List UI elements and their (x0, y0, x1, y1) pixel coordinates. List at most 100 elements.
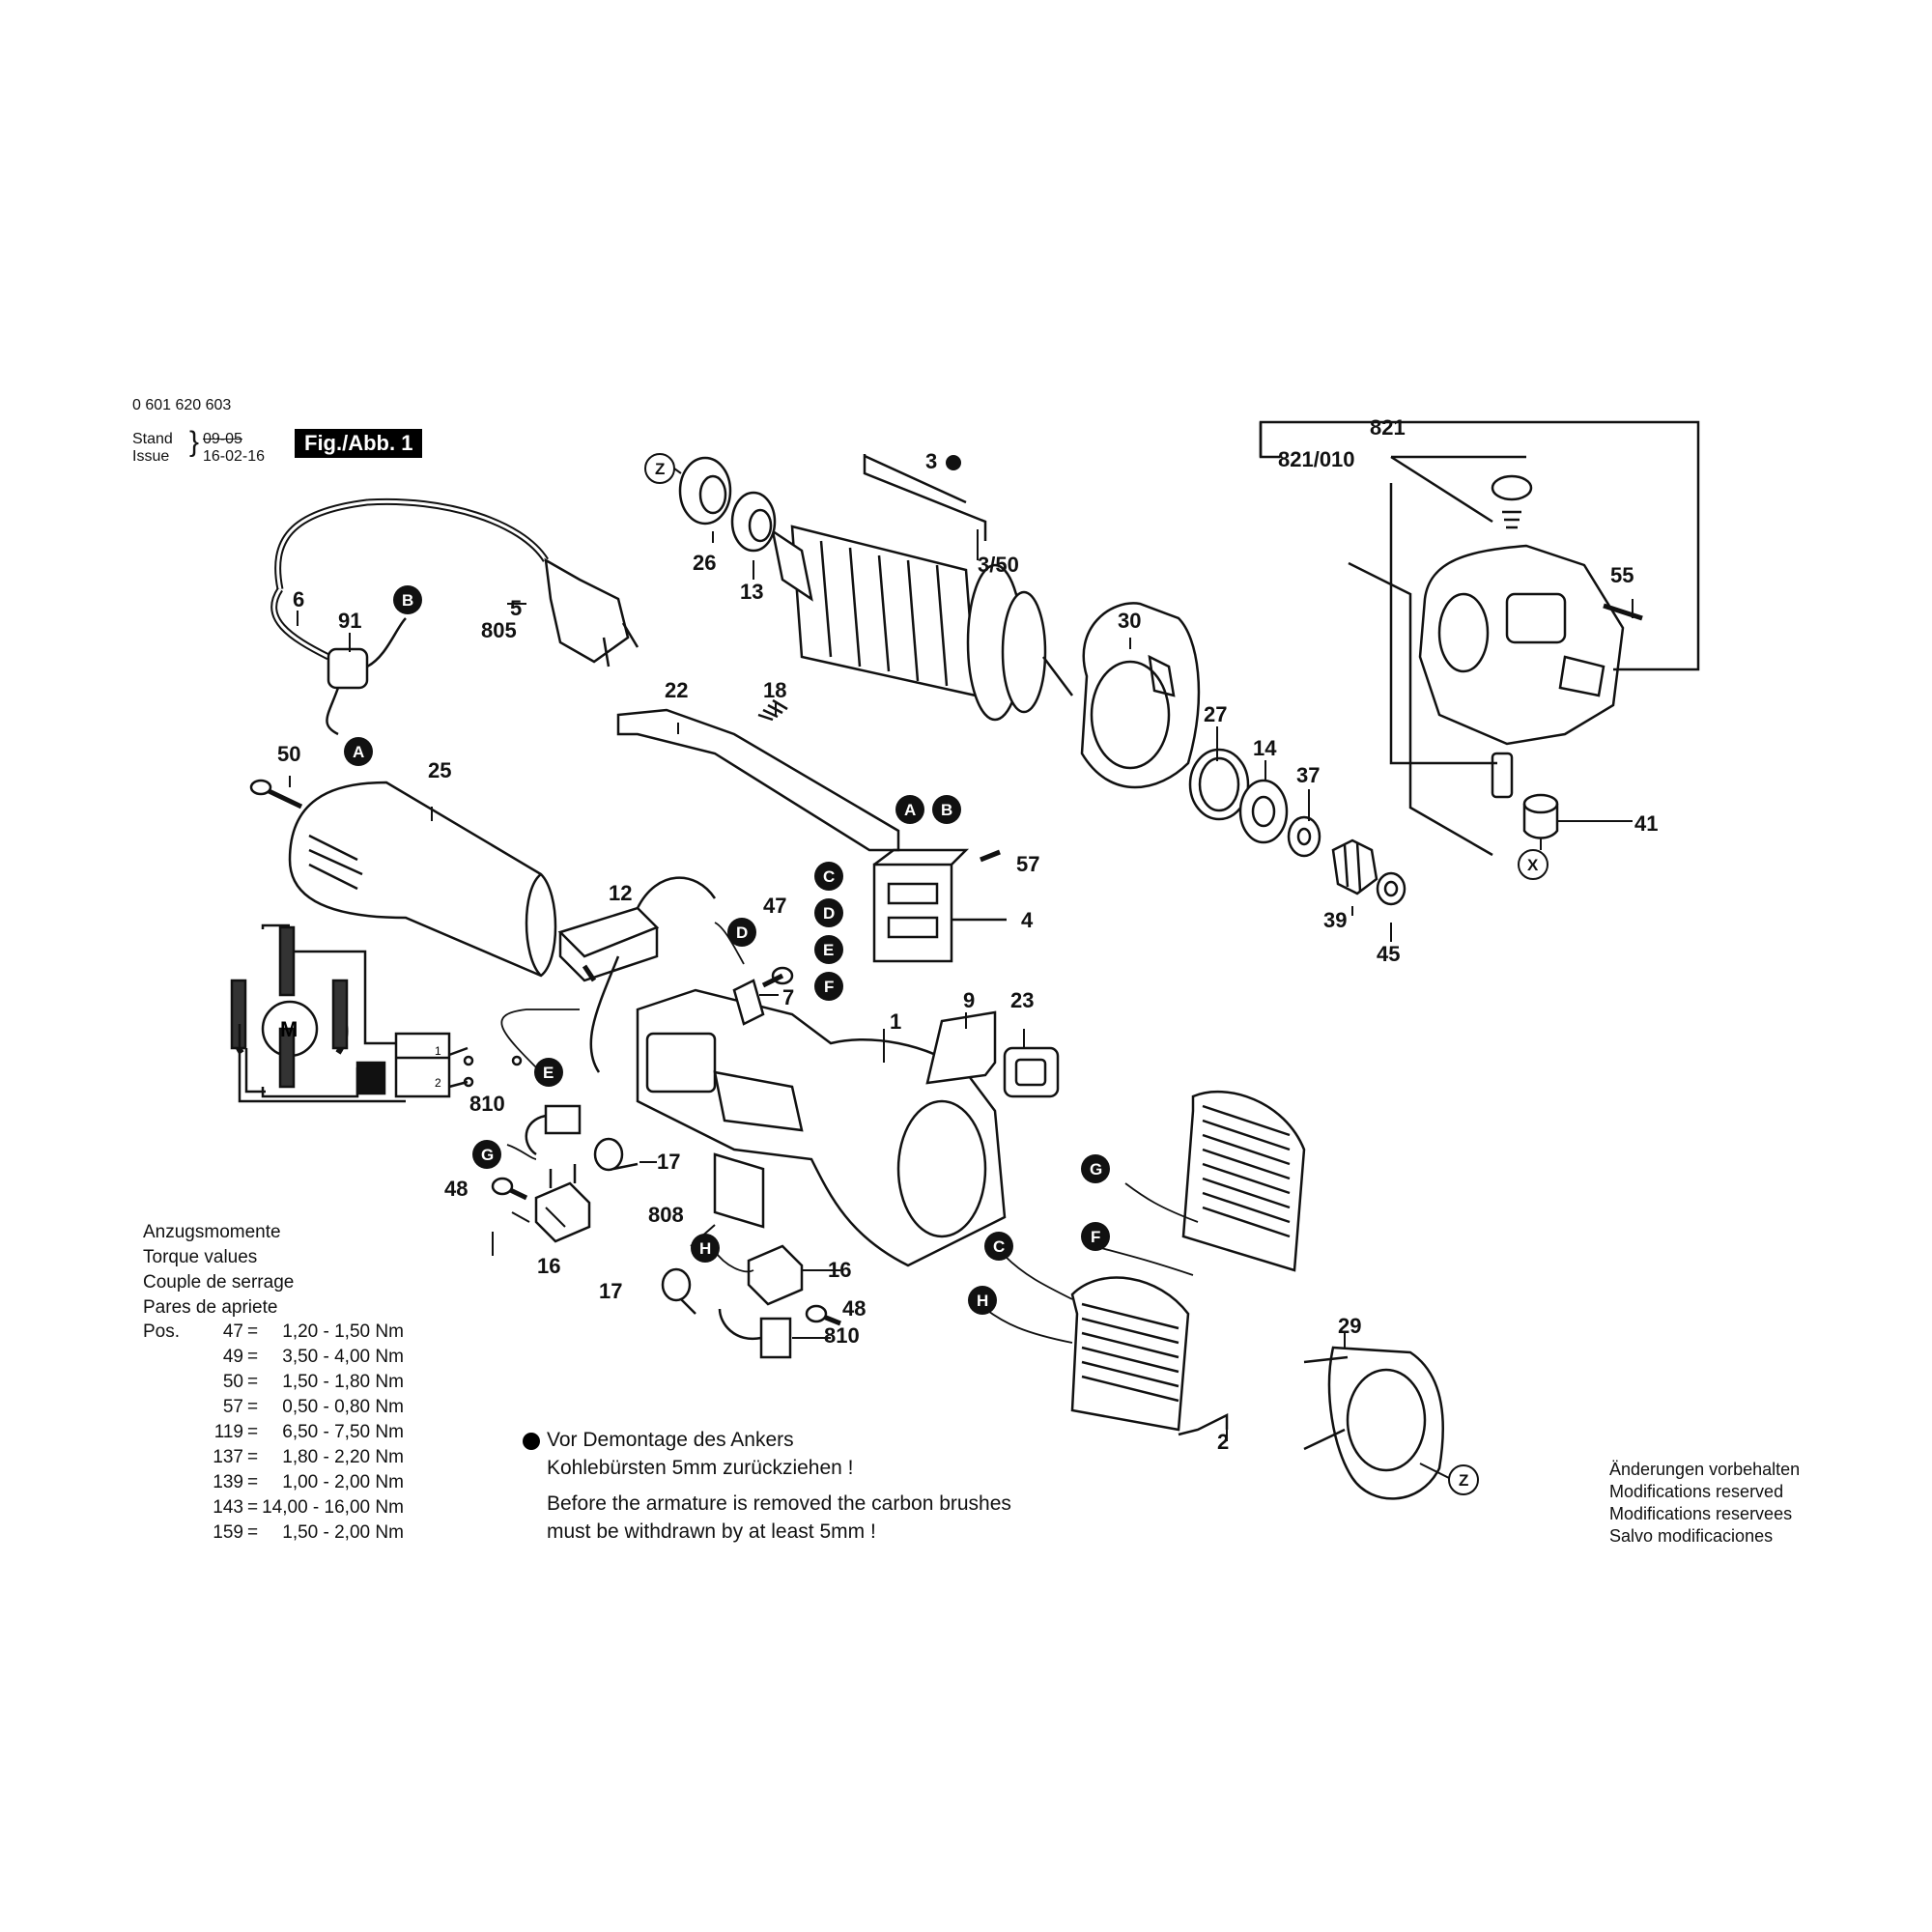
part-37: 37 (1296, 763, 1320, 787)
carbon-brush-810-right (718, 1308, 792, 1359)
table-row: 49=3,50 - 4,00 Nm (143, 1345, 408, 1370)
stand-label: Stand (132, 431, 173, 447)
pinion-39 (1331, 838, 1378, 895)
part-805: 805 (481, 618, 517, 642)
bullet-icon (946, 455, 961, 470)
table-row: Pos. 47 = 1,20 - 1,50 Nm (143, 1320, 408, 1345)
marker-x: X (1527, 856, 1539, 874)
torque-range: 1,50 - 1,80 Nm (282, 1372, 404, 1392)
part-26: 26 (693, 551, 716, 575)
torque-range: 1,20 - 1,50 Nm (282, 1321, 404, 1342)
torque-pos: 57 (222, 1397, 243, 1417)
torque-range: 1,50 - 2,00 Nm (282, 1522, 404, 1543)
part-12: 12 (609, 881, 632, 905)
torque-range: 1,00 - 2,00 Nm (282, 1472, 404, 1492)
part-810-right: 810 (824, 1323, 860, 1348)
figure-label: Fig./Abb. 1 (295, 429, 423, 458)
part-41: 41 (1634, 811, 1658, 836)
connector-f: F (824, 978, 834, 996)
torque-pos: 143 (213, 1497, 243, 1518)
switch-4 (872, 848, 970, 963)
table-row: 57=0,50 - 0,80 Nm (143, 1395, 408, 1420)
torque-range: 0,50 - 0,80 Nm (282, 1397, 404, 1417)
bearing-13 (730, 491, 777, 553)
torque-pos: 119 (213, 1422, 243, 1442)
pos-label: Pos. (143, 1321, 181, 1342)
torque-pos: 159 (213, 1522, 243, 1543)
switch-pos-1: 1 (435, 1044, 441, 1058)
torque-range: 6,50 - 7,50 Nm (282, 1422, 404, 1442)
screw-55 (1603, 603, 1643, 621)
torque-table: Pos. 47 = 1,20 - 1,50 Nm 49=3,50 - 4,00 … (143, 1320, 408, 1546)
reserved-fr: Modifications reservees (1609, 1504, 1793, 1523)
table-row: 137=1,80 - 2,20 Nm (143, 1445, 408, 1470)
connector-f: F (1091, 1228, 1100, 1246)
armature (771, 525, 1073, 722)
part-16-left: 16 (537, 1254, 560, 1278)
document-number: 0 601 620 603 (132, 397, 232, 413)
torque-range: 3,50 - 4,00 Nm (282, 1347, 404, 1367)
spring-18 (757, 698, 788, 722)
spring-icon (1502, 510, 1521, 529)
reserved-notice: Änderungen vorbehalten Modifications res… (1609, 1459, 1800, 1548)
table-row: 159=1,50 - 2,00 Nm (143, 1520, 408, 1546)
connector-g: G (1090, 1160, 1102, 1179)
issue-date: 16-02-16 (203, 448, 266, 465)
connector-e: E (823, 941, 834, 959)
part-47: 47 (763, 894, 786, 918)
connector-h: H (699, 1239, 711, 1258)
table-row: 139=1,00 - 2,00 Nm (143, 1470, 408, 1495)
insulation-sheet-9 (925, 1010, 997, 1085)
connector-a: A (904, 801, 916, 819)
insulation-808 (713, 1152, 765, 1229)
part-18: 18 (763, 678, 786, 702)
connector-e: E (543, 1064, 554, 1082)
part-91: 91 (338, 609, 361, 633)
part-821-010: 821/010 (1278, 447, 1355, 471)
note-de-line1: Vor Demontage des Ankers (547, 1429, 794, 1451)
table-row: 119=6,50 - 7,50 Nm (143, 1420, 408, 1445)
torque-range: 14,00 - 16,00 Nm (262, 1497, 404, 1518)
motor-housing-1 (636, 988, 1007, 1267)
cord-grommet (326, 617, 407, 736)
part-23: 23 (1010, 988, 1034, 1012)
stand-date: 09-05 (203, 431, 242, 447)
part-9: 9 (963, 988, 975, 1012)
table-row: 143=14,00 - 16,00 Nm (143, 1495, 408, 1520)
part-2: 2 (1217, 1430, 1229, 1454)
connector-markers: B A A B C D E F D E G H G F C H Z Z X (344, 453, 1548, 1495)
connector-g: G (481, 1146, 494, 1164)
spindle-lock-22 (616, 708, 900, 852)
part-7: 7 (782, 985, 794, 1009)
torque-title-en: Torque values (143, 1247, 258, 1267)
connector-a: A (353, 743, 364, 761)
connector-d: D (736, 923, 748, 942)
part-48-left: 48 (444, 1177, 468, 1201)
part-808: 808 (648, 1203, 684, 1227)
torque-pos: 47 (222, 1321, 243, 1342)
marker-z: Z (655, 460, 665, 478)
screw-47 (582, 964, 597, 982)
switch-pos-2: 2 (435, 1076, 441, 1090)
power-plug (544, 557, 639, 668)
bullet-icon (523, 1433, 540, 1450)
armature-bracket (863, 454, 987, 541)
field-coil-2 (1070, 1090, 1306, 1432)
part-29: 29 (1338, 1314, 1361, 1338)
torque-title-de: Anzugsmomente (143, 1222, 281, 1242)
brush-holder-16-left (534, 1164, 591, 1243)
part-45: 45 (1377, 942, 1400, 966)
button-23 (1003, 1046, 1060, 1098)
connector-c: C (823, 867, 835, 886)
part-57: 57 (1016, 852, 1039, 876)
table-row: 50=1,50 - 1,80 Nm (143, 1370, 408, 1395)
connector-c: C (993, 1237, 1005, 1256)
part-48-right: 48 (842, 1296, 866, 1321)
torque-range: 1,80 - 2,20 Nm (282, 1447, 404, 1467)
torque-pos: 139 (213, 1472, 243, 1492)
note-en-line2: must be withdrawn by at least 5mm ! (547, 1520, 876, 1543)
torque-pos: 49 (222, 1347, 243, 1367)
part-25: 25 (428, 758, 451, 782)
part-4: 4 (1021, 908, 1034, 932)
